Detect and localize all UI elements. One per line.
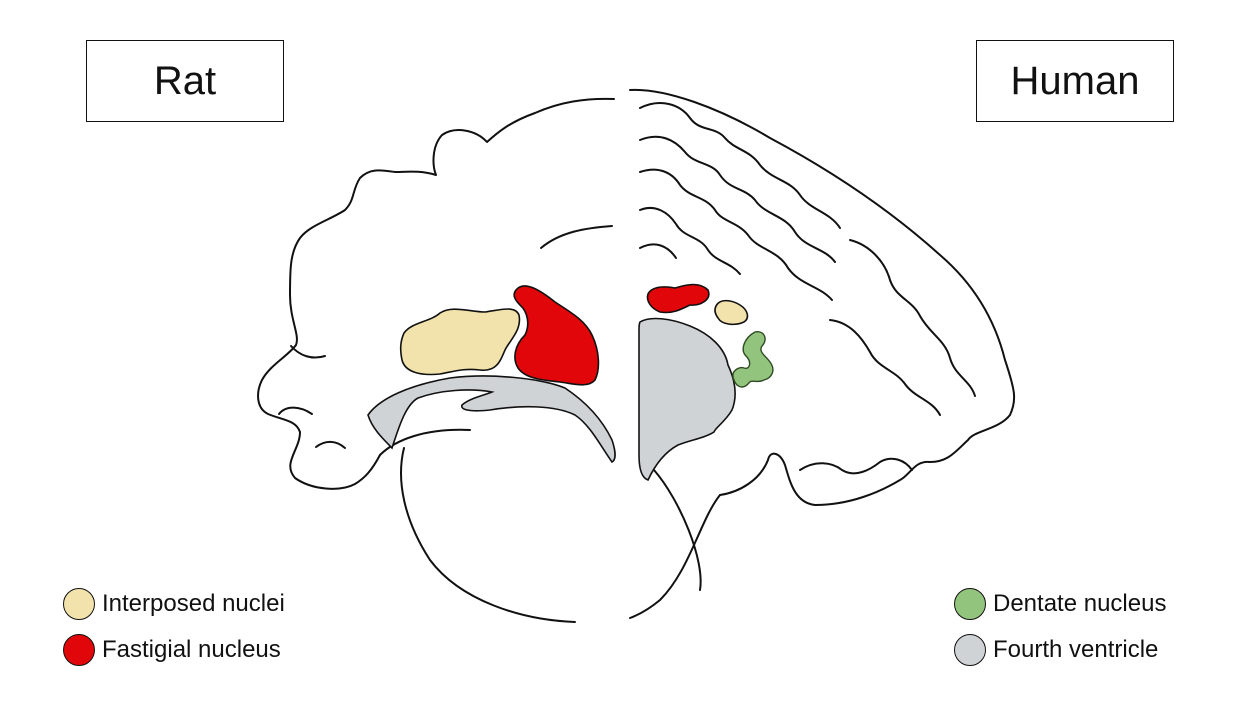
legend-label-fourth-ventricle: Fourth ventricle <box>993 636 1159 663</box>
human-folia-1 <box>639 102 841 229</box>
legend-swatch-interposed-nuclei <box>63 588 95 620</box>
human-brainstem-inner <box>653 469 702 591</box>
rat-cerebellum-outline <box>257 97 615 490</box>
legend-item-interposed-nuclei: Interposed nuclei <box>63 586 285 622</box>
human-folia-4 <box>639 206 741 275</box>
human-fastigial-nucleus <box>646 283 710 314</box>
legend-label-interposed-nuclei: Interposed nuclei <box>102 590 285 617</box>
human-label-box: Human <box>976 40 1174 122</box>
rat-label-box: Rat <box>86 40 284 122</box>
human-folia-7 <box>829 319 941 416</box>
rat-fastigial-nucleus <box>513 285 600 386</box>
legend-item-dentate-nucleus: Dentate nucleus <box>954 586 1166 622</box>
legend-label-fastigial-nucleus: Fastigial nucleus <box>102 636 281 663</box>
human-folia-2 <box>639 135 836 263</box>
rat-interposed-nuclei <box>399 308 521 376</box>
rat-fissure-upper <box>540 225 613 249</box>
human-dentate-nucleus <box>732 331 774 388</box>
human-folia-6 <box>849 239 976 397</box>
human-interposed-nuclei <box>714 299 749 326</box>
rat-fissure-lobule-a <box>290 345 326 359</box>
human-label: Human <box>1010 58 1140 103</box>
rat-brainstem-curve <box>379 428 471 456</box>
human-brainstem-outline <box>629 494 721 619</box>
legend-item-fastigial-nucleus: Fastigial nucleus <box>63 632 285 668</box>
human-cerebellum-outline <box>629 88 1016 506</box>
rat-fissure-lobule-b <box>278 406 313 415</box>
human-folia-3 <box>639 168 833 301</box>
legend-swatch-dentate-nucleus <box>954 588 986 620</box>
rat-fissure-lobule-c <box>315 440 346 449</box>
legend-label-dentate-nucleus: Dentate nucleus <box>993 590 1167 617</box>
legend-left: Interposed nuclei Fastigial nucleus <box>63 586 285 678</box>
rat-fourth-ventricle <box>367 375 616 464</box>
rat-brainstem-outline <box>400 447 576 623</box>
human-fourth-ventricle <box>638 317 737 481</box>
legend-swatch-fastigial-nucleus <box>63 634 95 666</box>
human-folia-8 <box>799 457 913 475</box>
legend-right: Dentate nucleus Fourth ventricle <box>954 586 1166 678</box>
human-folia-5 <box>639 243 677 259</box>
rat-label: Rat <box>153 58 217 103</box>
legend-swatch-fourth-ventricle <box>954 634 986 666</box>
legend-item-fourth-ventricle: Fourth ventricle <box>954 632 1166 668</box>
